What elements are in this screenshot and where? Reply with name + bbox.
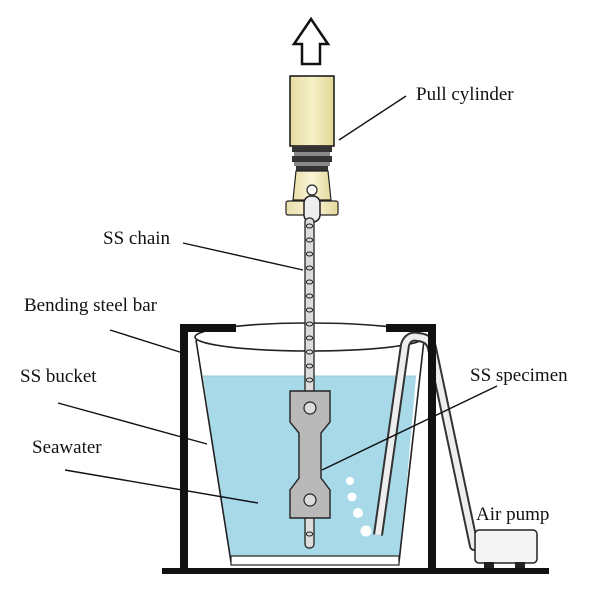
label-air-pump: Air pump: [476, 504, 550, 525]
label-seawater: Seawater: [32, 437, 102, 458]
leader-pull-cylinder: [338, 95, 407, 141]
leader-ss-specimen: [321, 385, 498, 471]
chain-link: [305, 363, 314, 369]
chain-link: [305, 237, 314, 243]
chain-link: [305, 377, 314, 383]
label-pull-cylinder: Pull cylinder: [416, 84, 514, 105]
leader-bending-steel-bar: [109, 329, 184, 354]
leader-ss-chain: [182, 242, 304, 271]
chain-link: [305, 223, 314, 229]
chain-link: [305, 349, 314, 355]
label-ss-chain: SS chain: [103, 228, 171, 249]
air-pump: [474, 529, 538, 568]
chain-link: [305, 279, 314, 285]
leader-lines: [57, 95, 498, 504]
air-bubbles: [346, 477, 372, 537]
ss-specimen: [289, 390, 331, 519]
label-ss-bucket: SS bucket: [20, 366, 97, 387]
chain-link: [305, 335, 314, 341]
chain-link: [305, 251, 314, 257]
leader-ss-bucket: [57, 402, 208, 445]
label-ss-specimen: SS specimen: [470, 365, 568, 386]
pull-cylinder: [289, 75, 335, 171]
up-arrow-icon: [291, 16, 331, 66]
chain-link: [305, 265, 314, 271]
label-bending-steel-bar: Bending steel bar: [24, 295, 157, 316]
bending-steel-bar-frame: [162, 324, 549, 574]
leader-seawater: [64, 469, 259, 504]
clevis: [285, 170, 339, 223]
chain-link: [305, 321, 314, 327]
chain-link: [305, 293, 314, 299]
chain-link: [305, 531, 314, 537]
chain-link: [305, 307, 314, 313]
